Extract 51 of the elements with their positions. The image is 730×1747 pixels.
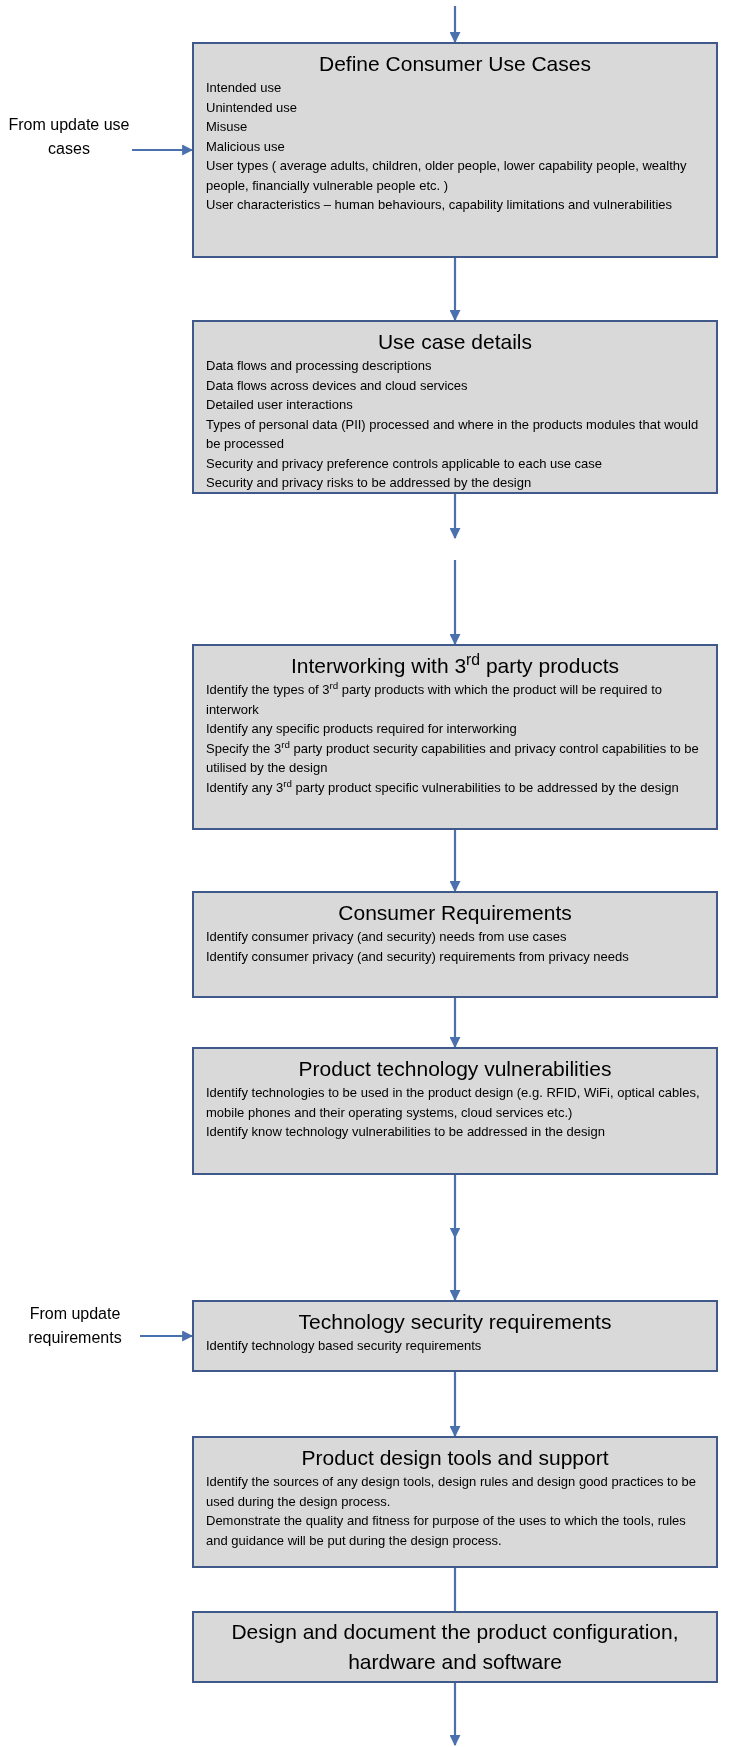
process-box [192, 1611, 718, 1683]
list-item: Identify consumer privacy (and security) needs from use cases [206, 928, 567, 946]
list-item: Identify any 3$^{rd}$ party product specific vulnerabilities to be addressed by the design [206, 777, 679, 797]
arrow [132, 144, 194, 156]
list-item: User types ( average adults, children, older people, lower capability people, wealthy people, financially vulnerable people etc. ) [206, 157, 688, 195]
box-heading: Technology security requirements [298, 1309, 612, 1335]
arrow [449, 1372, 461, 1438]
arrow [449, 258, 461, 322]
box-heading: Interworking with 3$^{rd}$ party products [291, 652, 619, 679]
side-note: From update use cases [6, 110, 132, 164]
list-item: Demonstrate the quality and fitness for purpose of the uses to which the tools, rules and guidance will be put during the design process. [206, 1512, 687, 1550]
list-item: Identify the sources of any design tools, design rules and design good practices to be used during the design process. [206, 1473, 697, 1511]
list-item: User characteristics – human behaviours, capability limitations and vulnerabilities [206, 196, 673, 214]
list-item: Malicious use [206, 137, 285, 156]
process-box [192, 891, 718, 998]
list-item: Identify any specific products required for interworking [206, 720, 517, 738]
process-box [192, 644, 718, 830]
list-item: Security and privacy preference controls applicable to each use case [206, 454, 602, 473]
list-item: Misuse [206, 118, 248, 136]
arrow [450, 1175, 461, 1300]
process-box [192, 42, 718, 258]
list-item: Identify technologies to be used in the product design (e.g. RFID, WiFi, optical cables, mobile phones and their operating systems, cloud services etc.) [206, 1084, 701, 1122]
list-item: Intended use [206, 79, 282, 97]
list-item: Data flows and processing descriptions [206, 357, 432, 375]
box-heading: Product design tools and support [301, 1445, 609, 1471]
list-item: Data flows across devices and cloud services [206, 376, 468, 395]
list-item: Identify consumer privacy (and security) requirements from privacy needs [206, 947, 629, 966]
arrow [449, 494, 461, 540]
arrow [449, 6, 461, 44]
box-heading: Design and document the product configuration, hardware and software [230, 1619, 680, 1675]
list-item: Identify know technology vulnerabilities to be addressed in the design [206, 1123, 605, 1141]
box-heading: Define Consumer Use Cases [319, 51, 591, 77]
side-note: From update requirements [10, 1300, 140, 1352]
box-heading: Consumer Requirements [338, 900, 572, 926]
list-item: Types of personal data (PII) processed and where in the products modules that would be processed [206, 415, 700, 453]
arrow [449, 830, 461, 893]
list-item: Security and privacy risks to be addressed by the design [206, 474, 532, 492]
list-item: Unintended use [206, 98, 298, 117]
box-heading: Use case details [377, 329, 533, 355]
arrow [140, 1330, 194, 1342]
process-box [192, 1300, 718, 1372]
arrow [449, 998, 461, 1049]
list-item: Detailed user interactions [206, 396, 353, 414]
arrow [449, 1683, 461, 1747]
list-item: Identify technology based security requirements [206, 1337, 482, 1355]
box-heading: Product technology vulnerabilities [298, 1056, 612, 1082]
arrow [449, 560, 461, 646]
process-box [192, 1047, 718, 1175]
process-box [192, 320, 718, 494]
process-box [192, 1436, 718, 1568]
list-item: Identify the types of 3$^{rd}$ party products with which the product will be required to interwork [206, 680, 663, 719]
